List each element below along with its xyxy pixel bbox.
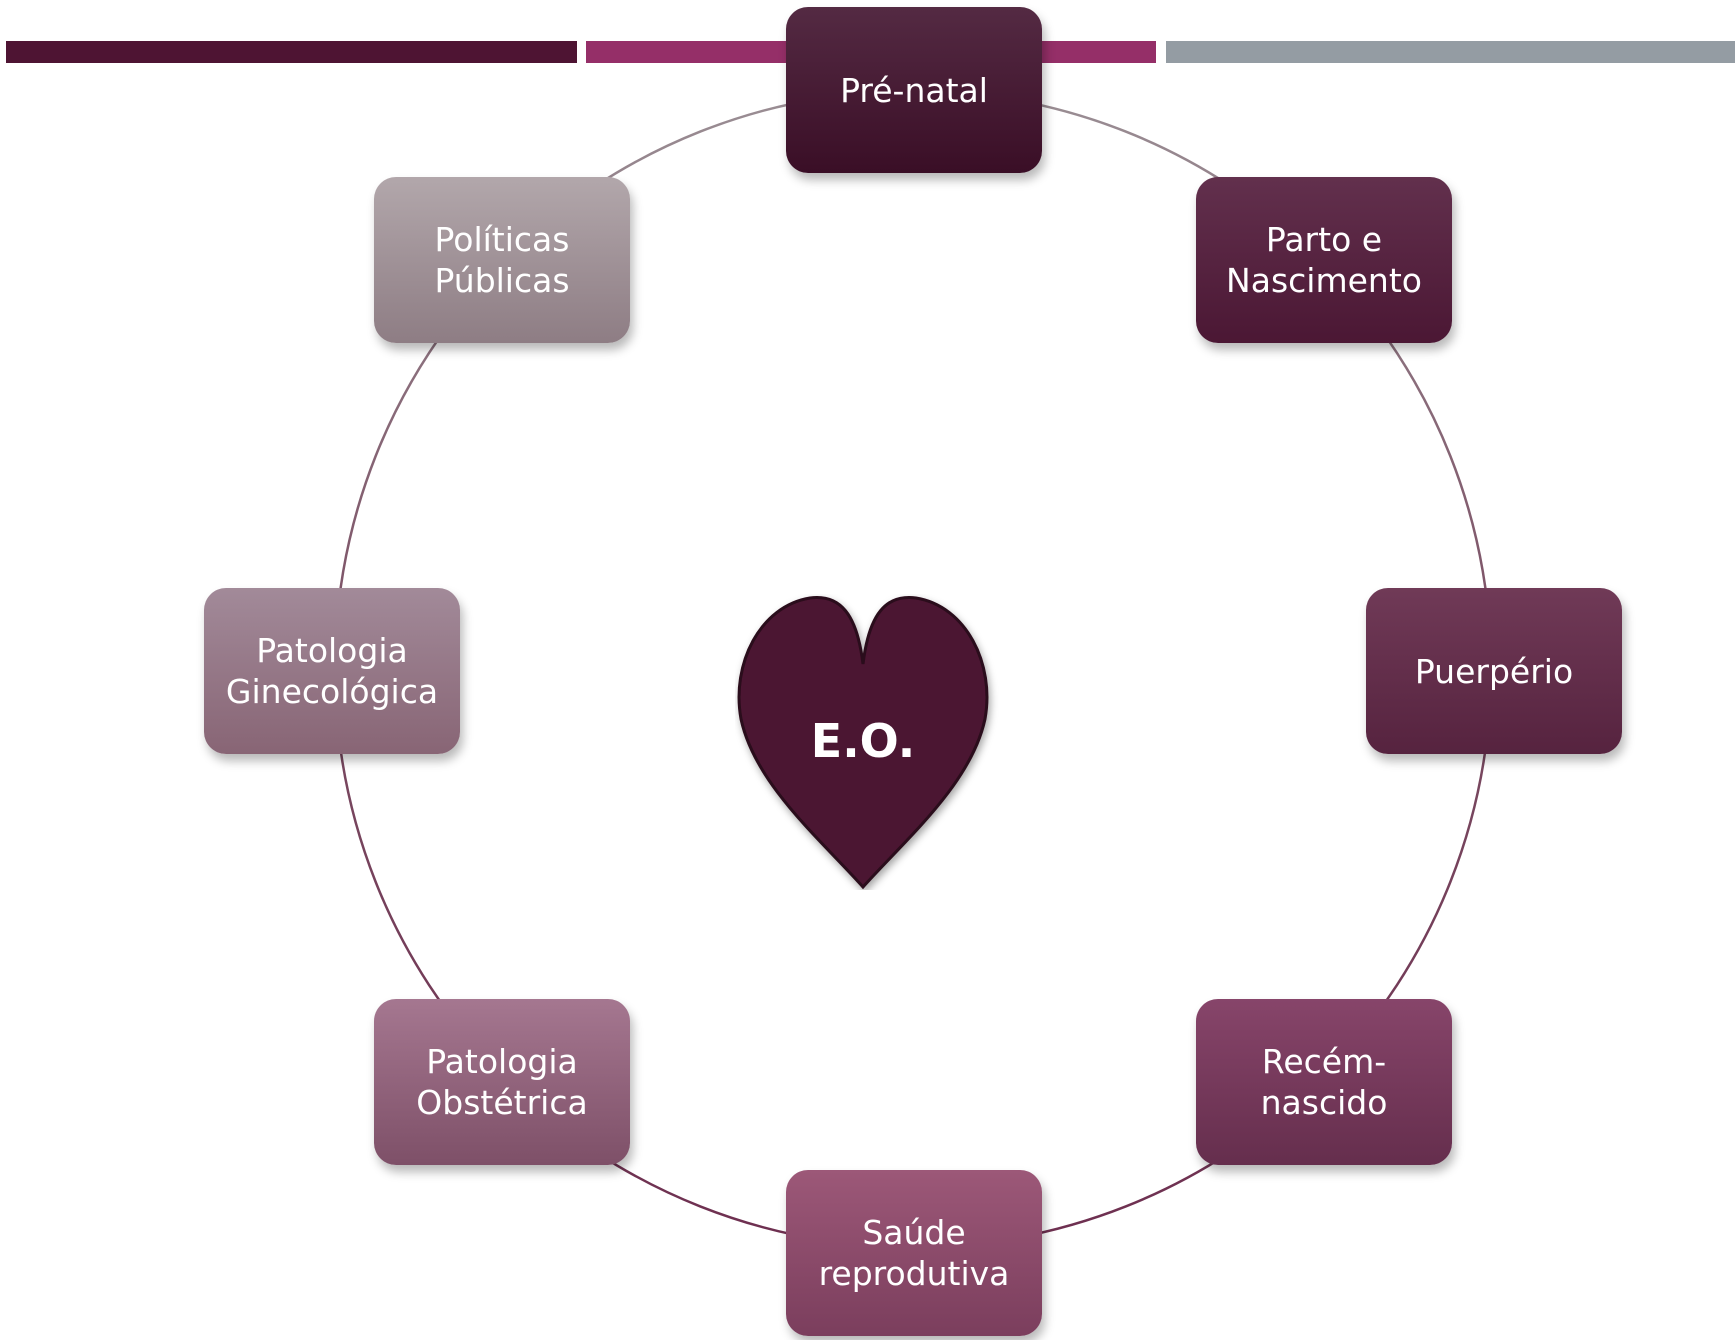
cycle-node-label: Recém- nascido [1260,1042,1388,1122]
cycle-node-label: Pré-natal [840,70,988,110]
cycle-node-recem-nascido[interactable]: Recém- nascido [1196,999,1452,1165]
header-bar-dark [6,41,577,63]
cycle-node-label: Parto e Nascimento [1226,220,1422,300]
cycle-node-puerperio[interactable]: Puerpério [1366,588,1622,754]
header-bar-gray [1166,41,1735,63]
cycle-node-pre-natal[interactable]: Pré-natal [786,7,1042,173]
cycle-node-label: Saúde reprodutiva [818,1213,1010,1293]
cycle-node-label: Puerpério [1414,651,1574,691]
cycle-node-patologia-obstetrica[interactable]: Patologia Obstétrica [374,999,630,1165]
center-heart[interactable]: E.O. [735,594,1031,890]
cycle-node-saude-reprodutiva[interactable]: Saúde reprodutiva [786,1170,1042,1336]
cycle-node-politicas-publicas[interactable]: Políticas Públicas [374,177,630,343]
heart-icon [737,596,989,890]
cycle-node-parto-nascimento[interactable]: Parto e Nascimento [1196,177,1452,343]
cycle-node-label: Políticas Públicas [434,220,570,300]
heart-label: E.O. [810,714,916,768]
cycle-node-label: Patologia Ginecológica [225,631,439,711]
cycle-node-patologia-ginecologica[interactable]: Patologia Ginecológica [204,588,460,754]
cycle-node-label: Patologia Obstétrica [416,1042,588,1122]
